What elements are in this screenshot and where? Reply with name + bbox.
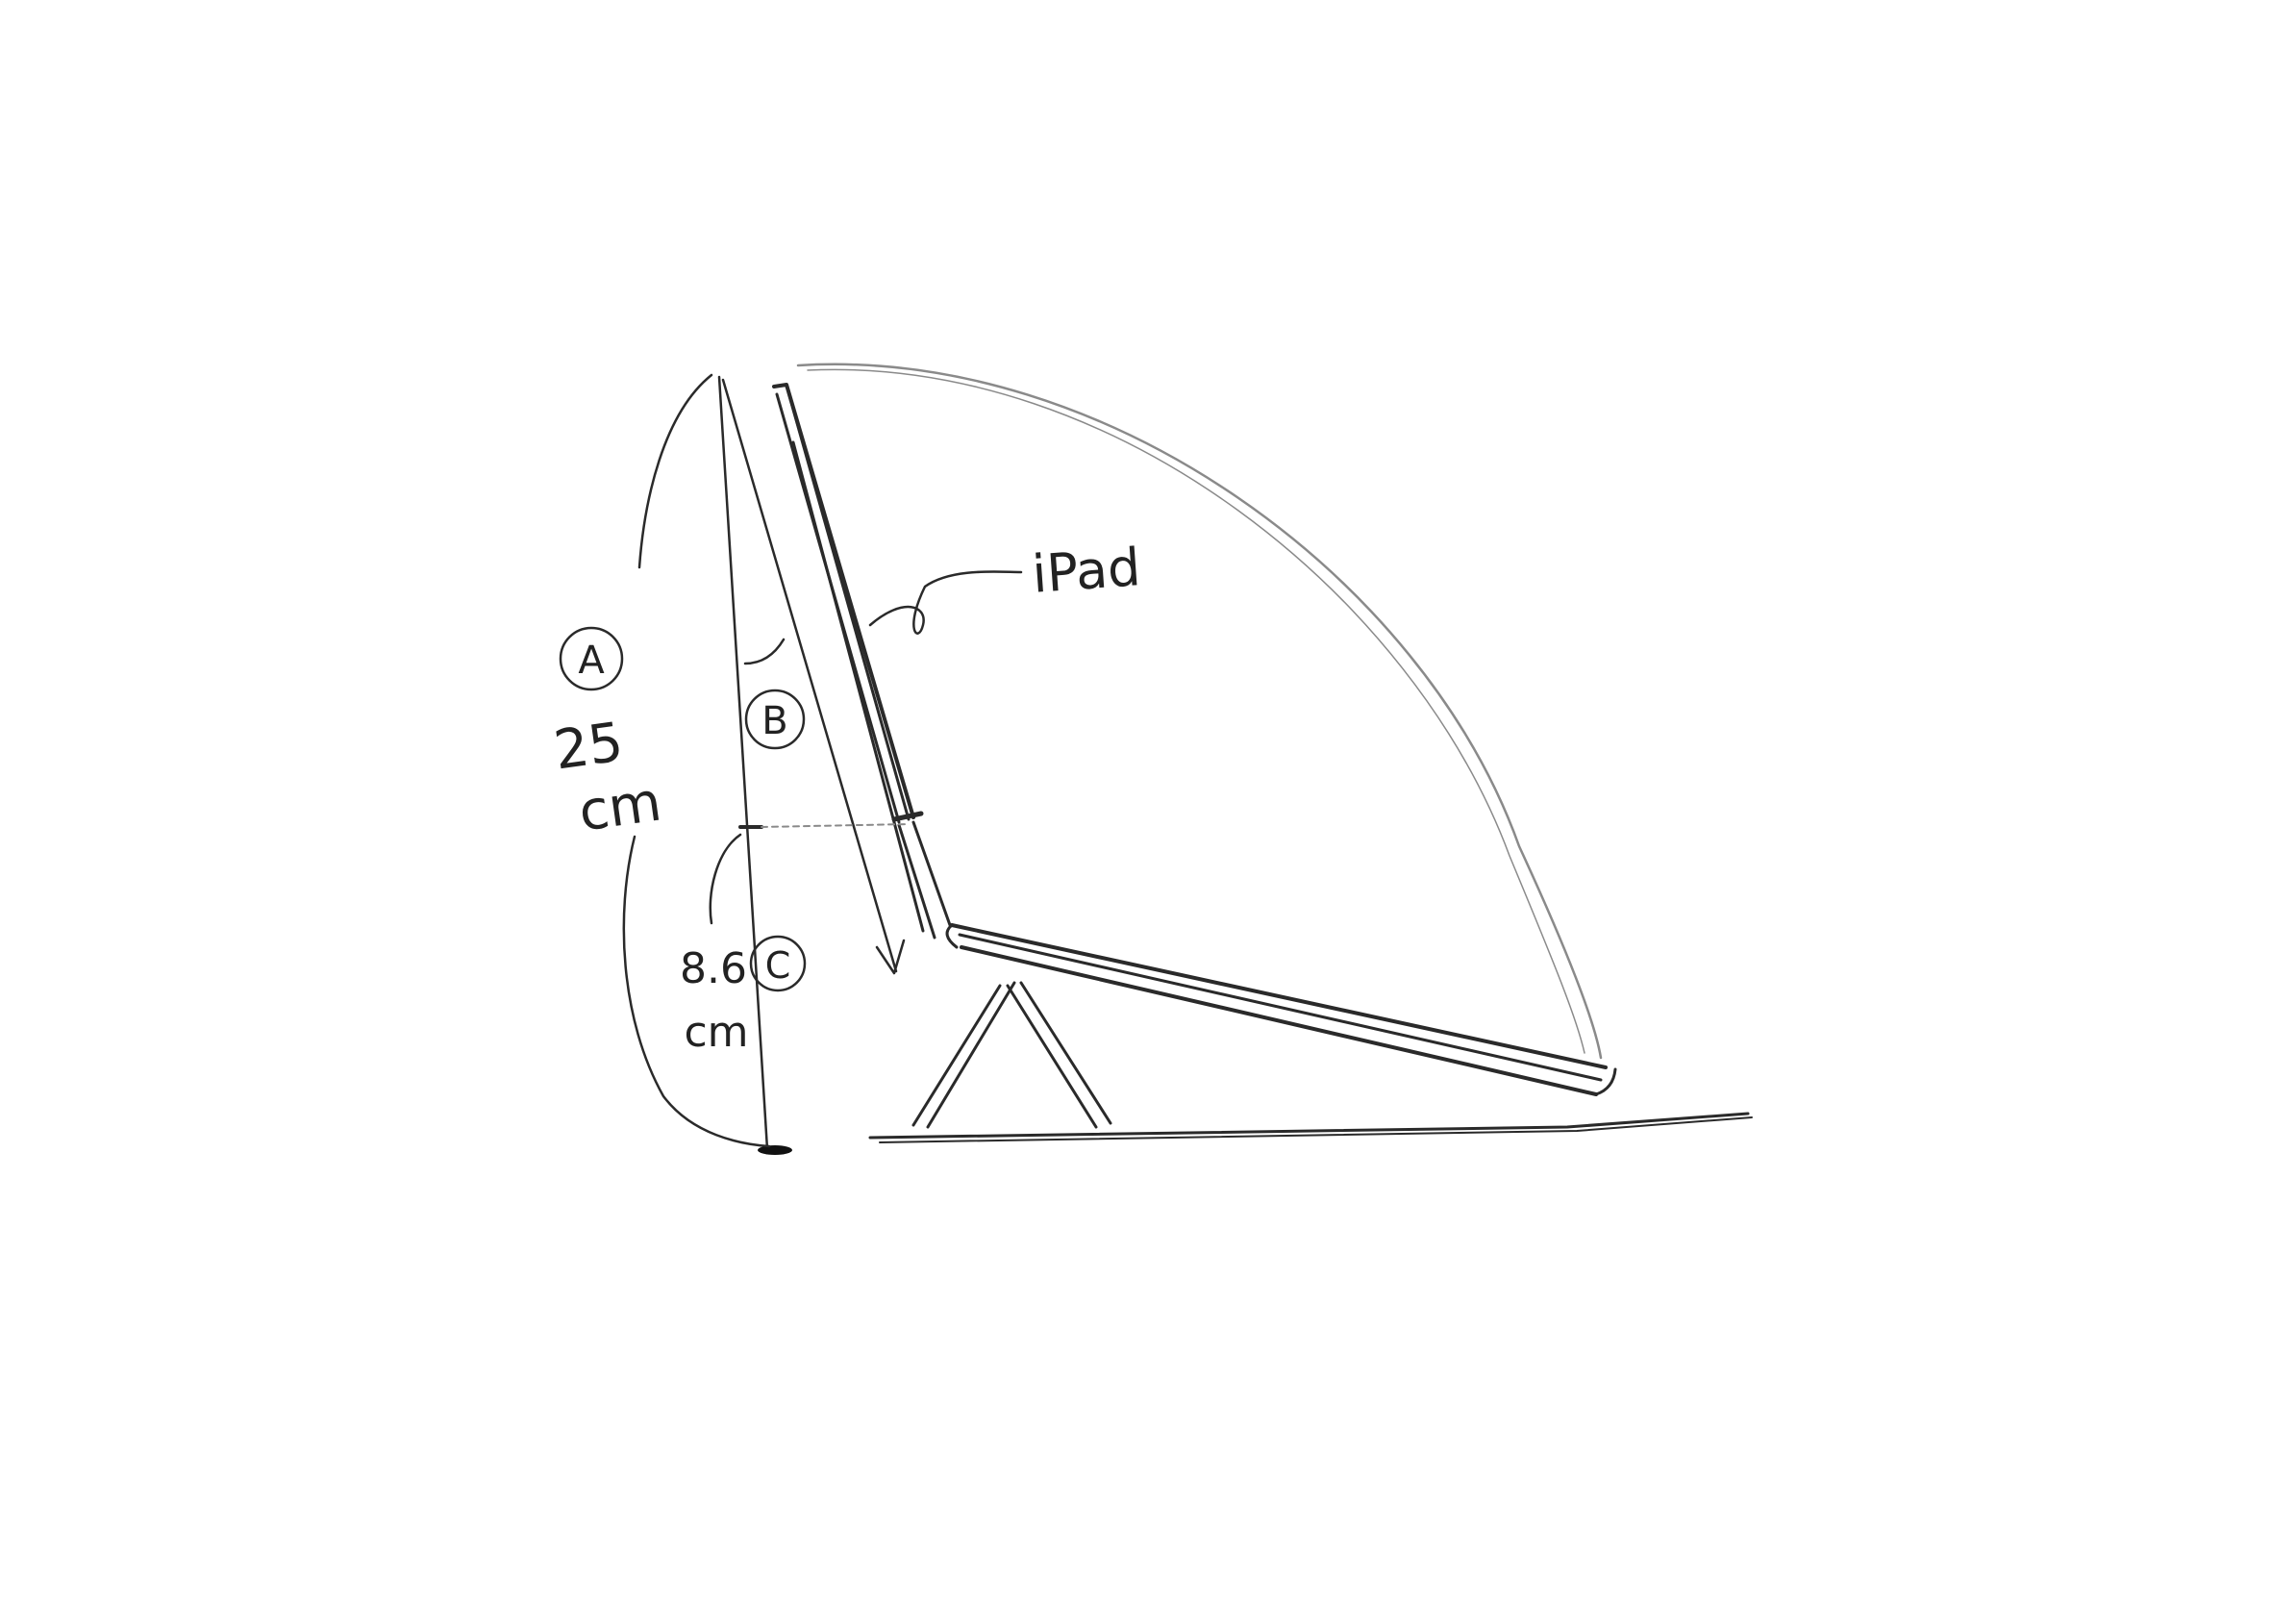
stand-legs bbox=[911, 981, 1112, 1129]
measure-lines bbox=[717, 375, 910, 1155]
marker-a: A bbox=[559, 626, 624, 691]
keyboard-base bbox=[945, 923, 1617, 1096]
bracket-c bbox=[709, 833, 742, 925]
ipad-panel bbox=[772, 383, 952, 940]
ipad-pointer-line bbox=[868, 570, 1023, 635]
measure-c-unit: cm bbox=[684, 1008, 748, 1057]
bracket-a bbox=[622, 373, 771, 1148]
swing-arc bbox=[796, 363, 1603, 1060]
measure-c-value: 8.6 bbox=[680, 944, 747, 993]
device-label: iPad bbox=[1031, 537, 1143, 605]
marker-c-label: C bbox=[765, 944, 791, 987]
marker-b: B bbox=[744, 689, 806, 750]
marker-b-label: B bbox=[761, 699, 787, 743]
angle-b-arc bbox=[743, 638, 786, 665]
ground-line bbox=[868, 1112, 1753, 1143]
marker-c: C bbox=[749, 935, 807, 992]
measure-a-value: 25 bbox=[550, 711, 627, 782]
measure-a-unit: cm bbox=[575, 770, 665, 843]
marker-a-label: A bbox=[578, 639, 605, 683]
